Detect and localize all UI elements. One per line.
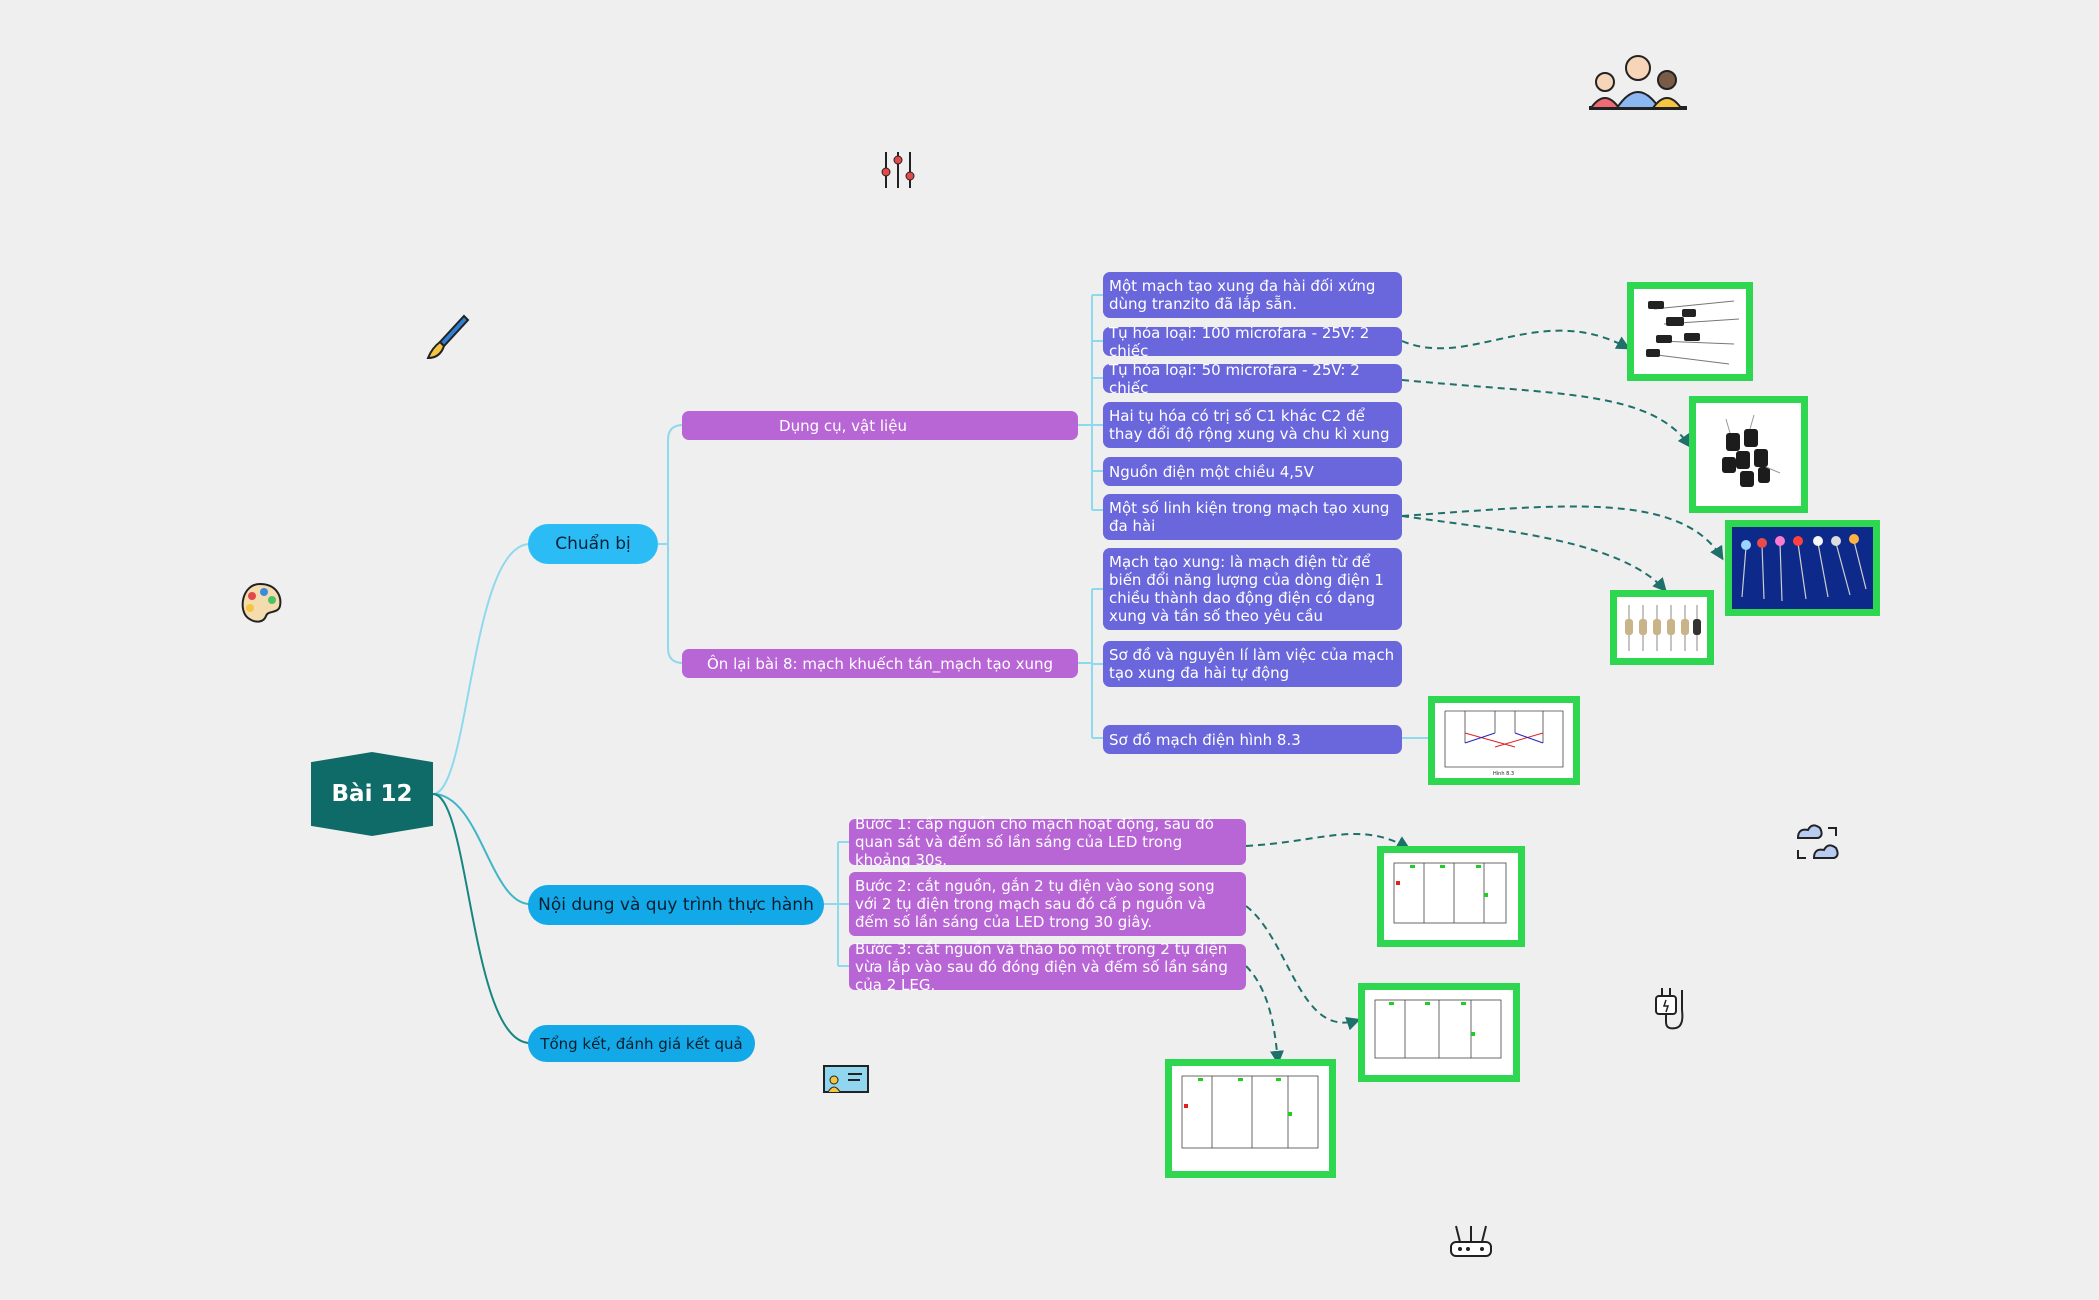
sliders-icon xyxy=(881,152,915,188)
circuit-8-3-illustration: Hình 8.3 xyxy=(1444,710,1564,777)
branch-prep[interactable]: Chuẩn bị xyxy=(528,524,658,564)
review-item-2-text: Sơ đồ và nguyên lí làm việc của mạch tạo… xyxy=(1109,646,1395,682)
step-3-circuit-diagram[interactable] xyxy=(1165,1059,1336,1178)
tools-item-4[interactable]: Hai tụ hóa có trị số C1 khác C2 để thay … xyxy=(1103,402,1402,448)
capacitors-pile-photo[interactable] xyxy=(1689,396,1808,513)
capacitors-illustration xyxy=(1646,300,1740,365)
capacitors-photo[interactable] xyxy=(1627,282,1753,381)
practice-step-1-text: Bước 1: cấp nguồn cho mạch hoạt động, sa… xyxy=(855,815,1214,869)
tools-item-6-text: Một số linh kiện trong mạch tạo xung đa … xyxy=(1109,499,1390,535)
branch-practice[interactable]: Nội dung và quy trình thực hành xyxy=(528,885,824,925)
step-1-circuit-illustration xyxy=(1393,862,1507,924)
review-item-3[interactable]: Sơ đồ mạch điện hình 8.3 xyxy=(1103,725,1402,754)
review-item-2[interactable]: Sơ đồ và nguyên lí làm việc của mạch tạo… xyxy=(1103,641,1402,687)
presentation-icon xyxy=(823,1065,869,1093)
tools-item-2[interactable]: Tụ hóa loại: 100 microfara - 25V: 2 chiế… xyxy=(1103,324,1402,360)
leds-photo[interactable] xyxy=(1725,520,1880,616)
plug-icon xyxy=(1655,988,1684,1030)
tools-item-5[interactable]: Nguồn điện một chiều 4,5V xyxy=(1103,457,1402,486)
paintbrush-icon xyxy=(426,314,470,360)
step-2-circuit-diagram[interactable] xyxy=(1358,983,1520,1082)
category-tools[interactable]: Dụng cụ, vật liệu xyxy=(682,411,1078,440)
circuit-caption: Hình 8.3 xyxy=(1493,770,1514,777)
palette-icon xyxy=(241,582,282,623)
review-item-3-text: Sơ đồ mạch điện hình 8.3 xyxy=(1109,730,1301,749)
branch-summary[interactable]: Tổng kết, đánh giá kết quả xyxy=(528,1025,755,1062)
tools-item-5-text: Nguồn điện một chiều 4,5V xyxy=(1109,462,1314,481)
circuit-8-3-diagram[interactable]: Hình 8.3 xyxy=(1428,696,1580,785)
practice-step-2[interactable]: Bước 2: cắt nguồn, gắn 2 tụ điện vào son… xyxy=(849,872,1246,936)
step-2-circuit-illustration xyxy=(1374,999,1502,1059)
category-review-label: Ôn lại bài 8: mạch khuếch tán_mạch tạo x… xyxy=(706,654,1053,673)
tools-item-6[interactable]: Một số linh kiện trong mạch tạo xung đa … xyxy=(1103,494,1402,540)
root-node[interactable]: Bài 12 xyxy=(311,752,433,836)
practice-step-3-text: Bước 3: cắt nguồn và tháo bỏ một trong 2… xyxy=(855,940,1228,994)
router-icon xyxy=(1450,1225,1492,1257)
practice-step-2-text: Bước 2: cắt nguồn, gắn 2 tụ điện vào son… xyxy=(855,877,1215,931)
practice-step-3[interactable]: Bước 3: cắt nguồn và tháo bỏ một trong 2… xyxy=(849,940,1246,994)
category-review[interactable]: Ôn lại bài 8: mạch khuếch tán_mạch tạo x… xyxy=(682,649,1078,678)
review-item-1-text: Mạch tạo xung: là mạch điện từ để biến đ… xyxy=(1109,553,1384,625)
tools-item-1-text: Một mạch tạo xung đa hài đối xứng dùng t… xyxy=(1109,277,1376,313)
tools-item-2-text: Tụ hóa loại: 100 microfara - 25V: 2 chiế… xyxy=(1109,323,1370,360)
resistors-photo[interactable] xyxy=(1610,590,1714,665)
step-1-circuit-diagram[interactable] xyxy=(1377,846,1525,947)
tools-item-4-text: Hai tụ hóa có trị số C1 khác C2 để thay … xyxy=(1109,407,1390,443)
resistors-illustration xyxy=(1625,605,1701,651)
branch-prep-label: Chuẩn bị xyxy=(555,534,631,554)
tools-item-3-text: Tụ hóa loại: 50 microfara - 25V: 2 chiếc xyxy=(1109,360,1360,397)
practice-step-1[interactable]: Bước 1: cấp nguồn cho mạch hoạt động, sa… xyxy=(849,815,1246,869)
review-item-1[interactable]: Mạch tạo xung: là mạch điện từ để biến đ… xyxy=(1103,548,1402,630)
people-icon xyxy=(1589,55,1687,110)
branch-summary-label: Tổng kết, đánh giá kết quả xyxy=(540,1034,743,1053)
tools-item-3[interactable]: Tụ hóa loại: 50 microfara - 25V: 2 chiếc xyxy=(1103,361,1402,397)
leds-illustration xyxy=(1741,534,1867,602)
step-3-circuit-illustration xyxy=(1181,1075,1319,1149)
root-label: Bài 12 xyxy=(331,781,413,807)
cloud-sync-icon xyxy=(1796,824,1839,859)
tools-item-1[interactable]: Một mạch tạo xung đa hài đối xứng dùng t… xyxy=(1103,272,1402,318)
branch-practice-label: Nội dung và quy trình thực hành xyxy=(538,895,814,915)
capacitors-pile-illustration xyxy=(1722,414,1781,487)
category-tools-label: Dụng cụ, vật liệu xyxy=(779,416,907,435)
